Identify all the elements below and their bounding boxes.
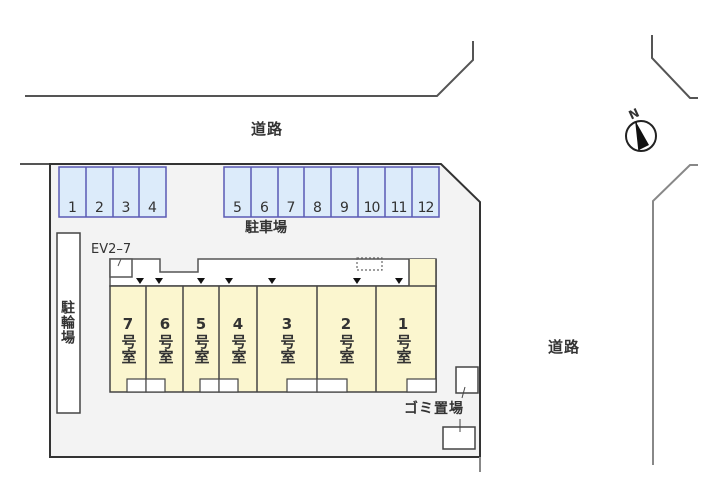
parking-group-right [223, 166, 440, 218]
parking-slot-2: 2 [95, 200, 104, 216]
road-label-east: 道路 [548, 338, 581, 356]
room-7-suffix: 号室 [119, 334, 138, 364]
entrance-markers [136, 278, 403, 284]
parking-slot-10: 10 [363, 200, 381, 216]
room-6-suffix: 号室 [156, 334, 175, 364]
road-edge-northeast [651, 35, 698, 99]
room-4-suffix: 号室 [229, 334, 248, 364]
parking-slot-4: 4 [148, 200, 157, 216]
room-5: 5 号室 [191, 315, 211, 364]
dotted-area [356, 257, 383, 271]
room-4: 4 号室 [228, 315, 248, 364]
garbage-label: ゴミ置場 [404, 401, 464, 417]
room-5-number: 5 [195, 315, 207, 333]
room-2-number: 2 [340, 315, 352, 333]
room-2-suffix: 号室 [337, 334, 356, 364]
room-3-suffix: 号室 [278, 334, 297, 364]
parking-group-left [58, 166, 167, 218]
parking-slot-8: 8 [313, 200, 322, 216]
road-edge-north [25, 41, 474, 97]
parking-slot-1: 1 [68, 200, 77, 216]
room-5-suffix: 号室 [192, 334, 211, 364]
room-7: 7 号室 [118, 315, 138, 364]
parking-label: 駐車場 [245, 220, 287, 236]
road-edge-southeast [652, 164, 698, 465]
room-2: 2 号室 [336, 315, 356, 364]
room-6-number: 6 [159, 315, 171, 333]
room-7-number: 7 [122, 315, 134, 333]
bicycle-parking-label: 駐輪場 [59, 300, 75, 345]
elevator-label: EV2–7 [91, 242, 132, 257]
rooms-block [109, 259, 437, 393]
parking-slot-7: 7 [286, 200, 296, 216]
parking-slot-9: 9 [340, 200, 349, 216]
parking-slot-3: 3 [121, 200, 131, 216]
room-1-number: 1 [397, 315, 409, 333]
room-3-number: 3 [281, 315, 293, 333]
elevator-box [109, 258, 133, 278]
garbage-area [442, 366, 479, 450]
room-4-number: 4 [232, 315, 244, 333]
room-3: 3 号室 [277, 315, 297, 364]
parking-slot-6: 6 [260, 200, 269, 216]
parking-slot-12: 12 [417, 200, 435, 216]
north-arrow-icon [625, 120, 657, 152]
room-6: 6 号室 [155, 315, 175, 364]
parking-slot-5: 5 [233, 200, 242, 216]
room-1-suffix: 号室 [394, 334, 413, 364]
parking-slot-11: 11 [390, 200, 408, 216]
road-label-north: 道路 [251, 120, 284, 138]
room-1: 1 号室 [393, 315, 413, 364]
bicycle-parking-area [56, 232, 81, 414]
